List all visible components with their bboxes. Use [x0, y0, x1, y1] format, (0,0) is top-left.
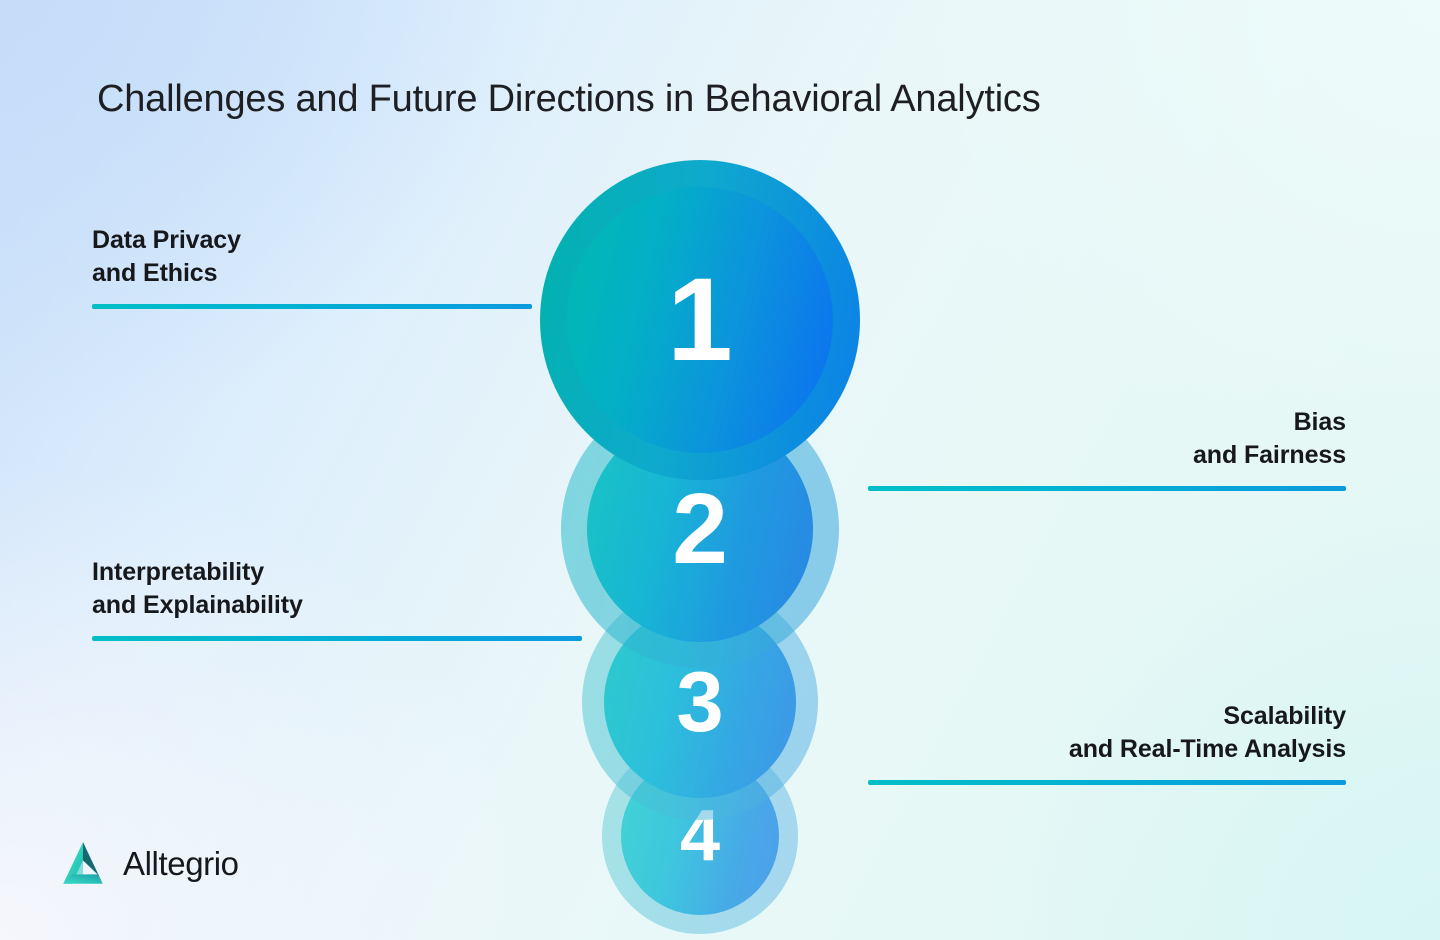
- step-label-3-underline: [92, 635, 582, 641]
- step-circle-stack: 1 2 3 4: [540, 160, 920, 933]
- step-label-1-underline: [92, 303, 532, 309]
- step-circle-1: 1: [540, 160, 860, 480]
- brand-wordmark: Alltegrio: [123, 845, 239, 882]
- penrose-triangle-icon: [63, 842, 103, 884]
- step-label-4-underline: [868, 779, 1346, 785]
- step-label-2: Bias and Fairness: [868, 406, 1346, 491]
- step-label-3-text: Interpretability and Explainability: [92, 558, 303, 620]
- step-circle-1-number: 1: [567, 187, 833, 453]
- brand-logo: Alltegrio: [57, 838, 239, 890]
- page-title: Challenges and Future Directions in Beha…: [97, 78, 1041, 120]
- step-label-4: Scalability and Real-Time Analysis: [868, 700, 1346, 785]
- step-label-2-text: Bias and Fairness: [1192, 408, 1346, 470]
- step-label-1-text: Data Privacy and Ethics: [92, 226, 241, 288]
- step-label-1: Data Privacy and Ethics: [92, 224, 532, 309]
- step-label-4-text: Scalability and Real-Time Analysis: [1068, 702, 1346, 764]
- step-label-2-underline: [868, 485, 1346, 491]
- step-label-3: Interpretability and Explainability: [92, 556, 582, 641]
